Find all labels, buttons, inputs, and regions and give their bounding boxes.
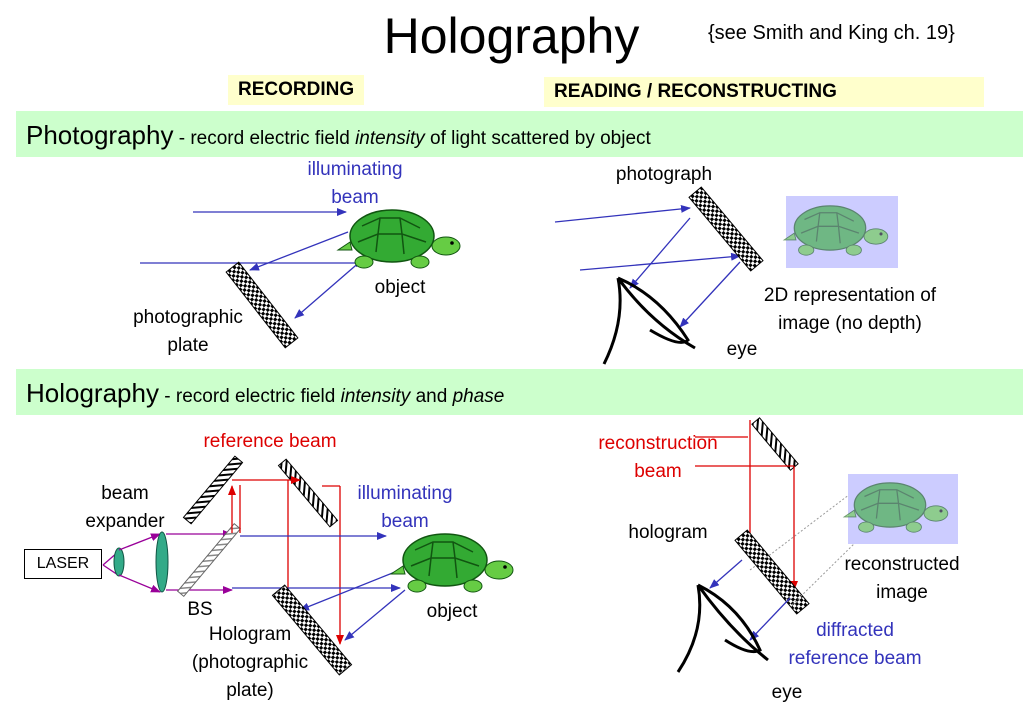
reference-note: {see Smith and King ch. 19}: [708, 22, 955, 44]
illum-line-1: illuminating: [307, 159, 403, 180]
bs-label: BS: [187, 599, 213, 620]
photography-band: Photography - record electric field inte…: [16, 111, 1023, 157]
object-label: object: [374, 277, 426, 298]
reconstructed-image-label: reconstructed image: [822, 551, 982, 607]
turtle-object-icon: [337, 209, 461, 269]
expander-line-2: expander: [85, 511, 165, 532]
plate-line-1: photographic: [133, 307, 243, 328]
holography-text-2: and: [410, 386, 453, 407]
mirror-2-icon: [277, 458, 339, 528]
beam-splitter-icon: [176, 523, 242, 597]
recon-mirror-icon: [751, 417, 799, 471]
recon-line-1: reconstruction: [598, 433, 718, 454]
reference-beam-label: reference beam: [203, 431, 337, 452]
eye-label-top: eye: [726, 339, 758, 360]
holography-heading: Holography: [26, 378, 159, 408]
representation-label: 2D representation of image (no depth): [735, 282, 965, 338]
rimg-line-1: reconstructed: [844, 554, 960, 575]
rimg-line-2: image: [876, 582, 928, 603]
illuminating-beam-2-label: illuminating beam: [335, 480, 475, 536]
tab-recording: RECORDING: [228, 75, 365, 105]
holography-em-1: intensity: [340, 386, 411, 407]
laser-box: LASER: [24, 549, 102, 579]
rep-line-1: 2D representation of: [763, 285, 937, 306]
illum2-line-1: illuminating: [357, 483, 453, 504]
holo-line-3: plate): [226, 680, 274, 701]
photography-heading: Photography: [26, 120, 174, 150]
illuminating-beam-label: illuminating beam: [280, 156, 430, 212]
eye-label-bottom: eye: [771, 682, 803, 703]
hologram-label: hologram: [628, 522, 708, 543]
holo-line-2: (photographic: [191, 652, 309, 673]
rep-line-2: image (no depth): [778, 313, 922, 334]
illum-line-2: beam: [331, 187, 379, 208]
object-2-label: object: [426, 601, 478, 622]
photo-recording-diagram: [140, 208, 461, 349]
diff-line-2: reference beam: [788, 648, 922, 669]
hologram-plate-label: Hologram (photographic plate): [170, 621, 330, 705]
eye-icon: [602, 276, 696, 365]
photographic-plate-icon: [225, 261, 299, 349]
holo-reading-diagram: [676, 417, 958, 673]
illum2-line-2: beam: [381, 511, 429, 532]
holography-em-2: phase: [452, 386, 505, 407]
plate-line-2: plate: [167, 335, 209, 356]
photography-text-2: of light scattered by object: [424, 128, 651, 149]
photography-em: intensity: [355, 128, 425, 149]
photography-text-1: - record electric field: [173, 128, 356, 149]
reconstruction-beam-label: reconstruction beam: [578, 430, 738, 486]
photograph-label: photograph: [615, 164, 713, 185]
tab-reading: READING / RECONSTRUCTING: [544, 77, 984, 107]
turtle-object-2-icon: [390, 533, 514, 593]
holography-text-1: - record electric field: [158, 386, 341, 407]
holography-band: Holography - record electric field inten…: [16, 369, 1023, 415]
beam-expander-label: beam expander: [70, 480, 180, 536]
hologram-plate-icon: [271, 584, 353, 676]
photograph-icon: [688, 186, 764, 272]
expander-lens-icon: [155, 531, 169, 593]
hologram-icon: [734, 529, 810, 615]
holo-line-1: Hologram: [208, 624, 292, 645]
page-title: Holography: [383, 8, 640, 64]
photographic-plate-label: photographic plate: [108, 304, 268, 360]
eye-2-icon: [676, 583, 769, 673]
photo-reading-diagram: [554, 186, 898, 365]
expander-line-1: beam: [101, 483, 149, 504]
mirror-1-icon: [182, 455, 244, 525]
diffracted-beam-label: diffracted reference beam: [770, 617, 940, 673]
diff-line-1: diffracted: [816, 620, 894, 641]
recon-line-2: beam: [634, 461, 682, 482]
holo-recording-diagram: [102, 455, 514, 676]
